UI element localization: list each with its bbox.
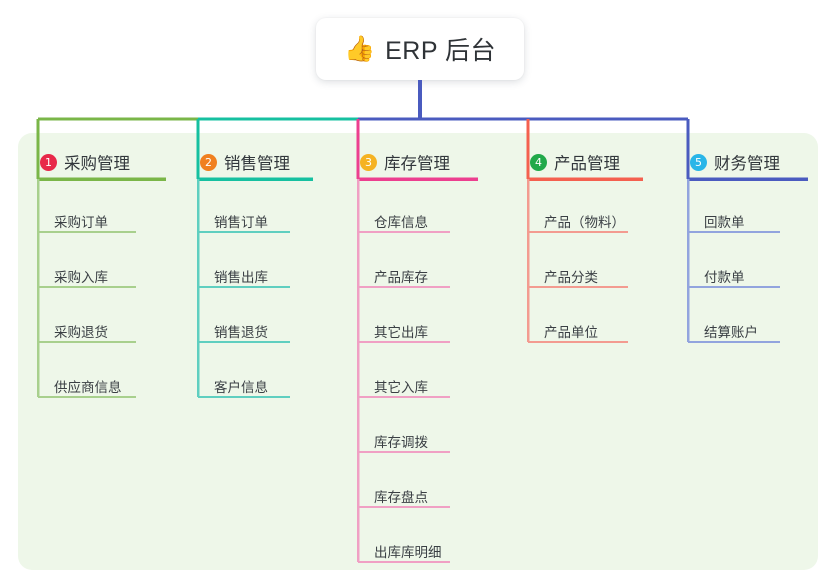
root-node[interactable]: 👍 ERP 后台 [316,18,524,80]
leaf-item[interactable]: 仓库信息 [374,215,428,230]
column-5: 5 财务管理 [670,145,780,179]
column-1: 1 采购管理 [20,145,130,179]
column-badge-4: 4 [530,153,547,171]
leaf-item[interactable]: 客户信息 [214,380,268,395]
leaf-item[interactable]: 销售订单 [214,215,268,230]
leaf-item[interactable]: 库存盘点 [374,490,428,505]
leaf-item[interactable]: 结算账户 [704,325,758,340]
leaf-item[interactable]: 产品库存 [374,270,428,285]
column-header-1[interactable]: 1 采购管理 [20,145,130,179]
leaf-item[interactable]: 付款单 [704,270,745,285]
leaf-item[interactable]: 产品（物料） [544,215,625,230]
leaf-item[interactable]: 库存调拨 [374,435,428,450]
column-header-4[interactable]: 4 产品管理 [510,145,620,179]
column-title-5: 财务管理 [714,155,780,173]
leaf-item[interactable]: 其它入库 [374,380,428,395]
column-header-5[interactable]: 5 财务管理 [670,145,780,179]
column-2: 2 销售管理 [180,145,290,179]
leaf-item[interactable]: 产品分类 [544,270,598,285]
leaf-item[interactable]: 其它出库 [374,325,428,340]
column-title-4: 产品管理 [554,155,620,173]
column-title-2: 销售管理 [224,155,290,173]
thumbs-up-icon: 👍 [343,34,376,63]
column-badge-1: 1 [40,153,57,171]
column-badge-3: 3 [360,153,377,171]
column-title-1: 采购管理 [64,155,130,173]
column-4: 4 产品管理 [510,145,620,179]
column-header-3[interactable]: 3 库存管理 [340,145,450,179]
leaf-item[interactable]: 回款单 [704,215,745,230]
column-badge-5: 5 [690,153,707,171]
leaf-item[interactable]: 采购入库 [54,270,108,285]
leaf-item[interactable]: 销售出库 [214,270,268,285]
leaf-item[interactable]: 采购退货 [54,325,108,340]
leaf-item[interactable]: 供应商信息 [54,380,122,395]
root-node-label: ERP 后台 [385,37,497,65]
column-badge-2: 2 [200,153,217,171]
leaf-item[interactable]: 出库库明细 [374,545,442,560]
column-3: 3 库存管理 [340,145,450,179]
column-header-2[interactable]: 2 销售管理 [180,145,290,179]
diagram-panel [18,133,818,570]
leaf-item[interactable]: 产品单位 [544,325,598,340]
leaf-item[interactable]: 销售退货 [214,325,268,340]
column-title-3: 库存管理 [384,155,450,173]
leaf-item[interactable]: 采购订单 [54,215,108,230]
